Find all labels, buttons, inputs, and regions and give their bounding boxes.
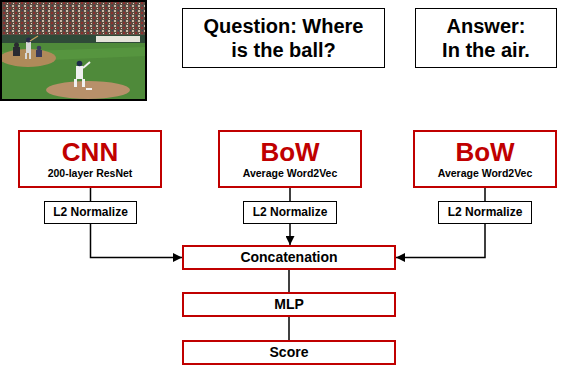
- answer-box: Answer: In the air.: [415, 8, 557, 68]
- node-text: 200-layer ResNet: [48, 167, 133, 180]
- node-text: BoW: [455, 138, 514, 167]
- node-text: L2 Normalize: [53, 205, 128, 220]
- node-text: Question: Where is the ball?: [199, 14, 369, 62]
- node-text: L2 Normalize: [253, 205, 328, 220]
- model-box: BoWAverage Word2Vec: [413, 130, 557, 188]
- model-box: BoWAverage Word2Vec: [218, 130, 362, 188]
- connector: [396, 224, 485, 258]
- stage-box: Score: [182, 340, 396, 365]
- stage-box: MLP: [182, 292, 396, 317]
- node-text: L2 Normalize: [448, 205, 523, 220]
- model-box: CNN200-layer ResNet: [18, 130, 162, 188]
- connector: [90, 188, 92, 201]
- node-text: Average Word2Vec: [438, 167, 533, 180]
- node-text: Answer: In the air.: [437, 14, 535, 62]
- connector: [288, 317, 290, 340]
- connector: [288, 270, 290, 292]
- connector: [91, 224, 183, 258]
- node-text: MLP: [274, 296, 304, 313]
- node-text: Concatenation: [240, 249, 337, 266]
- stage-box: Concatenation: [182, 245, 396, 270]
- normalize-box: L2 Normalize: [243, 201, 337, 224]
- node-text: CNN: [62, 138, 118, 167]
- question-box: Question: Where is the ball?: [182, 8, 385, 68]
- connector: [289, 188, 291, 201]
- normalize-box: L2 Normalize: [438, 201, 532, 224]
- connector: [484, 188, 486, 201]
- baseball-photo: [0, 0, 148, 102]
- node-text: Average Word2Vec: [243, 167, 338, 180]
- normalize-box: L2 Normalize: [44, 201, 137, 224]
- node-text: BoW: [260, 138, 319, 167]
- connector: [289, 224, 291, 245]
- node-text: Score: [270, 344, 309, 361]
